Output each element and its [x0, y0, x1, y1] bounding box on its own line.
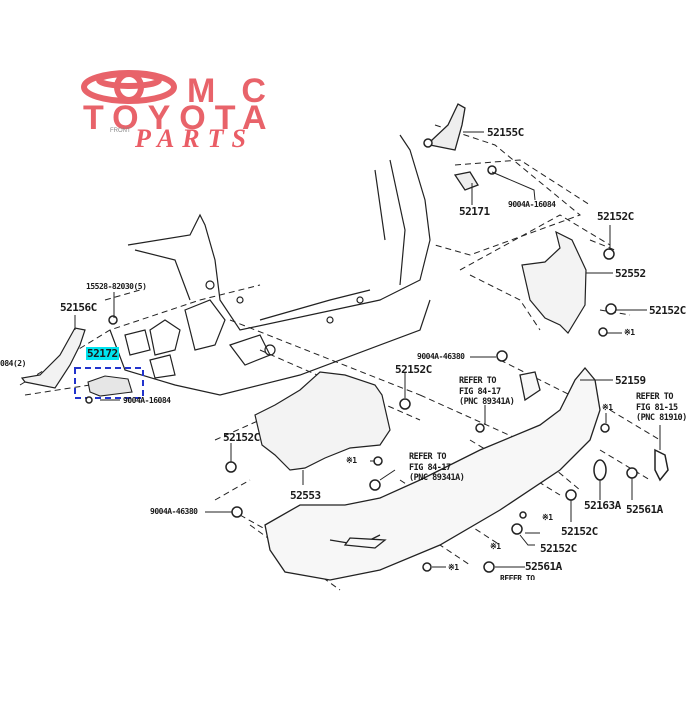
clip-icon: [231, 506, 243, 518]
body-frame-outline: [109, 134, 431, 396]
part-label-9004A-16084-left[interactable]: 9004A-16084: [123, 396, 171, 405]
part-label-52552[interactable]: 52552: [615, 267, 646, 280]
part-label-084-2[interactable]: 084(2): [0, 359, 26, 368]
part-label-52171[interactable]: 52171: [459, 205, 490, 218]
toyota-emblem-icon: [81, 70, 177, 104]
clip-icon: [475, 423, 485, 433]
part-label-9004A-46380-left[interactable]: 9004A-46380: [150, 507, 198, 516]
clip-icon: [565, 489, 577, 501]
logo-text-parts: PARTS: [135, 124, 254, 153]
front-indicator: FRONT: [110, 128, 131, 134]
panel-52552: [521, 230, 587, 334]
part-label-52152C-e[interactable]: 52152C: [561, 525, 598, 538]
part-label-52561A-right[interactable]: 52561A: [626, 503, 663, 516]
clip-icon: [626, 467, 638, 479]
panel-52553: [254, 371, 391, 471]
part-label-52156C[interactable]: 52156C: [60, 301, 97, 314]
clip-icon: [603, 248, 615, 260]
clip-icon: [108, 315, 118, 325]
note-mark-6: ※1: [448, 563, 459, 572]
cap-icon: [593, 459, 607, 481]
refer-note-fig-84-17-b[interactable]: REFER TO FIG 84-17 (PNC 89341A): [409, 452, 465, 483]
clip-icon: [422, 562, 432, 572]
refer-note-fig-81-15[interactable]: REFER TO FIG 81-15 (PNC 81910): [636, 392, 687, 423]
clip-icon: [399, 398, 411, 410]
part-label-9004A-16084-top[interactable]: 9004A-16084: [508, 200, 556, 209]
note-mark-5: ※1: [490, 542, 501, 551]
part-label-52152C-f[interactable]: 52152C: [540, 542, 577, 555]
part-label-52163A[interactable]: 52163A: [584, 499, 621, 512]
part-label-52155C[interactable]: 52155C: [487, 126, 524, 139]
part-label-52553[interactable]: 52553: [290, 489, 321, 502]
clip-icon: [373, 456, 383, 466]
note-mark-4: ※1: [542, 513, 553, 522]
bracket-52172: [87, 375, 133, 397]
clip-icon: [423, 138, 433, 148]
clip-icon: [605, 303, 617, 315]
part-label-52152C-d[interactable]: 52152C: [223, 431, 260, 444]
refer-note-cut: REFER TO: [500, 575, 535, 580]
part-label-15528-82030[interactable]: 15528-82030(5): [86, 282, 147, 291]
clip-icon: [85, 396, 93, 404]
part-label-52561A-bottom[interactable]: 52561A: [525, 560, 562, 573]
part-label-9004A-46380-top[interactable]: 9004A-46380: [417, 352, 465, 361]
part-label-52152C-a[interactable]: 52152C: [597, 210, 634, 223]
leader-lines: [74, 131, 661, 568]
part-label-52172[interactable]: 52172: [86, 347, 119, 360]
bracket-52156C: [20, 327, 86, 389]
note-mark-2: ※1: [602, 403, 613, 412]
part-label-52152C-c[interactable]: 52152C: [395, 363, 432, 376]
clip-icon: [496, 350, 508, 362]
clip-icon: [511, 523, 523, 535]
clip-icon: [600, 423, 610, 433]
bracket-52155C: [429, 103, 479, 191]
clip-icon: [487, 165, 497, 175]
note-mark-1: ※1: [624, 328, 635, 337]
clip-icon: [483, 561, 495, 573]
selection-box-52172[interactable]: [74, 367, 144, 399]
logo-text-toyota: TOYOTA: [83, 99, 276, 137]
clip-icon: [369, 479, 381, 491]
part-label-52159[interactable]: 52159: [615, 374, 646, 387]
lamp-icon: [654, 448, 669, 482]
clip-icon: [598, 327, 608, 337]
clip-icon: [519, 511, 527, 519]
clip-icon: [225, 461, 237, 473]
logo-text-mc: MC: [187, 72, 292, 110]
note-mark-3: ※1: [346, 456, 357, 465]
bumper-cover-52159: [264, 366, 601, 581]
part-label-52152C-b[interactable]: 52152C: [649, 304, 686, 317]
refer-note-fig-84-17-a[interactable]: REFER TO FIG 84-17 (PNC 89341A): [459, 376, 515, 407]
highlighted-part-number: 52172: [86, 347, 119, 360]
